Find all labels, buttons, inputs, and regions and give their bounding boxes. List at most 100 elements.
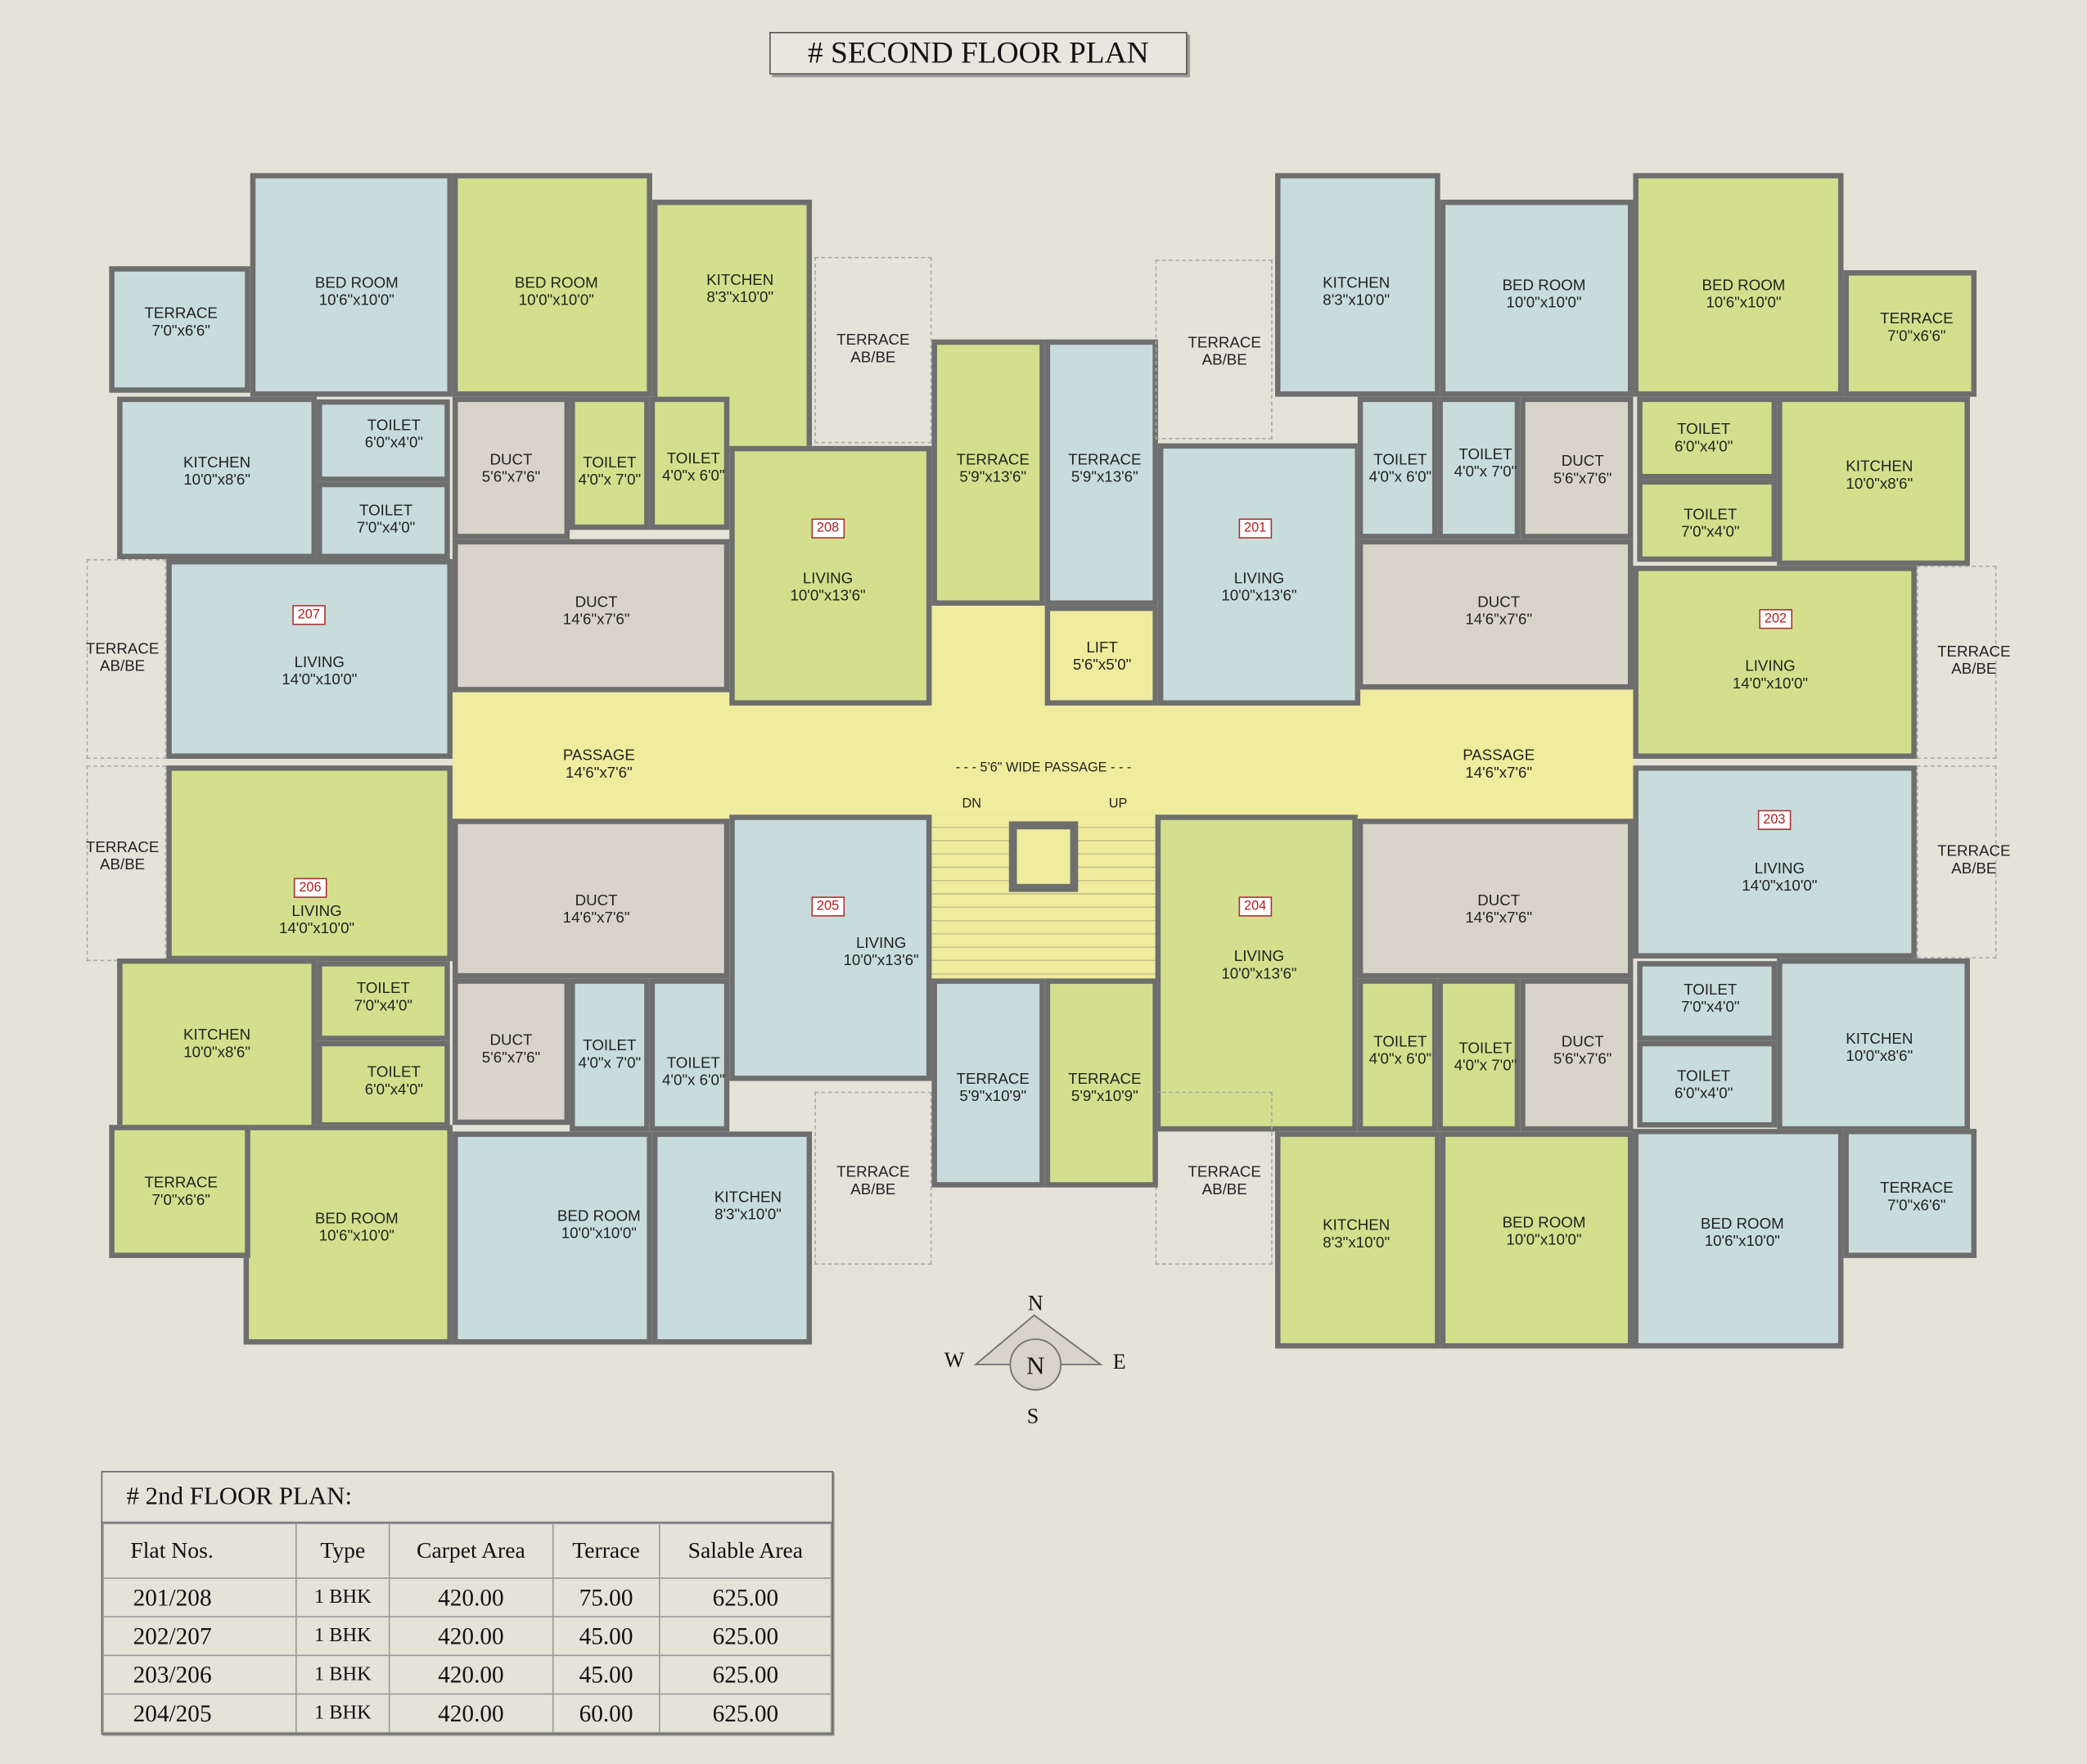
room-dimensions: 4'0"x 7'0" — [1454, 464, 1517, 481]
room-name: TERRACE — [1068, 1071, 1142, 1088]
room-dimensions: 14'6"x7'6" — [562, 910, 630, 927]
area-table-grid: Flat Nos. Type Carpet Area Terrace Salab… — [102, 1523, 832, 1734]
room-name: DUCT — [1477, 893, 1521, 909]
room-living — [1155, 814, 1358, 1132]
room-bed-room — [452, 1131, 652, 1345]
room-dimensions: AB/BE — [1951, 861, 1997, 877]
room-toilet — [1637, 961, 1778, 1041]
room-name: TOILET — [1373, 1034, 1427, 1051]
room-terrace — [931, 339, 1045, 606]
room-dimensions: 5'9"x13'6" — [1071, 470, 1138, 486]
flat-number-badge: 207 — [292, 605, 326, 625]
room-name: TOILET — [367, 417, 421, 435]
cell-terrace: 45.00 — [552, 1616, 660, 1657]
room-dimensions: 8'3"x10'0" — [706, 290, 774, 307]
room-name: DUCT — [575, 594, 618, 611]
room-dimensions: 14'6"x7'6" — [562, 612, 630, 629]
wide-passage-label: - - - 5'6" WIDE PASSAGE - - - — [955, 760, 1132, 776]
room-name: BED ROOM — [314, 1211, 399, 1228]
room-duct — [1520, 978, 1634, 1132]
room-toilet — [1637, 396, 1778, 480]
room-dimensions: 6'0"x4'0" — [364, 435, 424, 452]
cell-flat-nos: 204/205 — [102, 1693, 297, 1734]
room-name: KITCHEN — [1323, 275, 1391, 292]
room-name: BED ROOM — [557, 1208, 641, 1225]
room-dimensions: 7'0"x4'0" — [356, 520, 416, 537]
flat-number-badge: 203 — [1757, 810, 1791, 830]
room-duct — [452, 539, 730, 693]
room-name: TERRACE — [144, 1175, 218, 1192]
room-dimensions: 5'9"x13'6" — [959, 470, 1027, 486]
room-dimensions: 10'6"x10'0" — [1706, 296, 1782, 312]
room-dimensions: 4'0"x 7'0" — [578, 1055, 642, 1072]
room-toilet — [317, 1040, 450, 1128]
cell-flat-nos: 201/208 — [102, 1577, 297, 1617]
room-bed-room — [250, 173, 453, 397]
room-name: TOILET — [583, 1038, 637, 1055]
room-name: KITCHEN — [183, 455, 251, 471]
room-name: TERRACE — [1937, 844, 2011, 860]
room-dimensions: AB/BE — [850, 350, 896, 367]
room-name: LIVING — [294, 655, 345, 671]
room-duct — [1357, 819, 1634, 979]
room-dimensions: 10'0"x10'0" — [1506, 1232, 1582, 1249]
room-bed-room — [1440, 199, 1634, 397]
room-dimensions: 7'0"x6'6" — [151, 1193, 210, 1209]
room-name: LIVING — [1745, 659, 1796, 675]
room-name: LIVING — [1233, 571, 1285, 588]
room-terrace — [1916, 765, 1997, 959]
room-name: LIVING — [855, 936, 907, 952]
room-bed-room — [1633, 173, 1844, 397]
room-toilet — [649, 978, 730, 1132]
room-dimensions: 7'0"x6'6" — [1887, 328, 1946, 345]
room-dimensions: 4'0"x 6'0" — [1368, 470, 1432, 486]
room-name: TOILET — [666, 451, 720, 467]
room-name: DUCT — [1561, 453, 1604, 471]
room-dimensions: 7'0"x4'0" — [1681, 999, 1740, 1016]
room-terrace — [1916, 566, 1997, 759]
room-dimensions: 6'0"x4'0" — [1674, 1086, 1733, 1103]
passage-right-name: PASSAGE — [1463, 747, 1535, 765]
room-name: TOILET — [666, 1055, 720, 1072]
room-name: TOILET — [1458, 1040, 1512, 1058]
room-name: TERRACE — [1068, 452, 1142, 469]
room-name: TOILET — [1684, 507, 1738, 524]
room-dimensions: 5'9"x10'9" — [959, 1089, 1027, 1105]
compass-west: W — [944, 1350, 965, 1373]
room-dimensions: 10'0"x8'6" — [1846, 1049, 1913, 1066]
room-name: BED ROOM — [514, 275, 598, 292]
room-dimensions: 10'0"x10'0" — [518, 292, 594, 309]
header-carpet-area: Carpet Area — [389, 1523, 553, 1579]
room-dimensions: 10'6"x10'0" — [318, 292, 394, 309]
room-name: TERRACE — [1937, 644, 2011, 661]
room-dimensions: 7'0"x4'0" — [354, 998, 413, 1015]
room-dimensions: 10'0"x8'6" — [183, 472, 250, 489]
room-kitchen — [1274, 173, 1440, 397]
room-living — [1633, 566, 1917, 759]
cell-type: 1 BHK — [295, 1693, 390, 1734]
